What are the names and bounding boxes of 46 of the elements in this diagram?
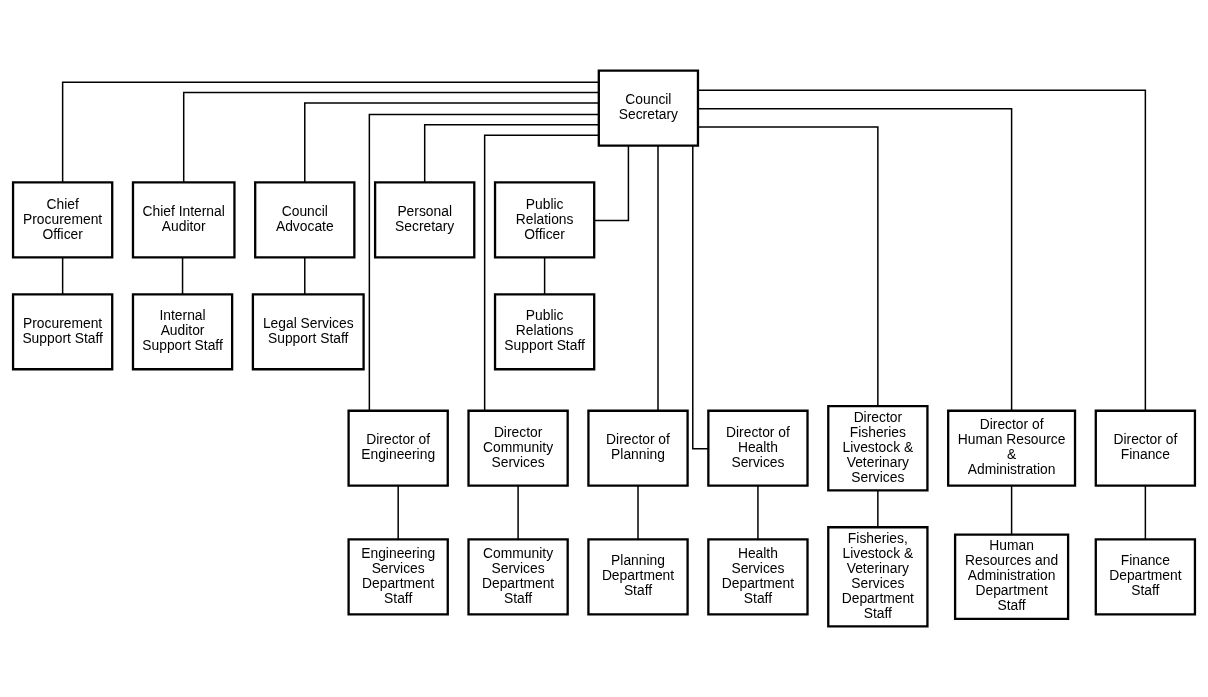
connector — [593, 145, 630, 222]
connector — [61, 256, 64, 295]
node-box: Director of Finance — [1094, 409, 1197, 487]
node-box: Public Relations Support Staff — [493, 293, 596, 371]
connector — [757, 485, 759, 540]
connector — [483, 134, 600, 412]
node-box: Director Fisheries Livestock & Veterinary Services — [827, 405, 929, 492]
node-box: Planning Department Staff — [587, 538, 689, 616]
node-box: Public Relations Officer — [493, 181, 596, 259]
node-box: Director of Engineering — [347, 409, 449, 487]
connector — [182, 91, 600, 184]
node-box: Chief Procurement Officer — [11, 181, 114, 259]
node-box: Council Secretary — [597, 69, 700, 147]
connector — [543, 256, 546, 295]
node-box: Fisheries, Livestock & Veterinary Services Department Staff — [827, 526, 929, 628]
node-box: Human Resources and Administration Department Staff — [953, 533, 1070, 621]
connector — [61, 81, 600, 184]
node-box: Finance Department Staff — [1094, 538, 1197, 616]
connector — [368, 113, 600, 412]
node-box: Council Advocate — [254, 181, 356, 259]
connector — [697, 107, 1013, 412]
connector — [697, 126, 879, 407]
node-box: Chief Internal Auditor — [131, 181, 236, 259]
connector — [1010, 485, 1013, 536]
node-box: Director Community Services — [467, 409, 569, 487]
node-box: Engineering Services Department Staff — [347, 538, 449, 616]
connector — [877, 489, 879, 528]
connector — [697, 89, 1147, 412]
node-box: Procurement Support Staff — [11, 293, 114, 371]
connector — [304, 102, 600, 183]
connector — [1144, 485, 1147, 540]
connector — [181, 256, 184, 295]
connector — [304, 256, 306, 295]
node-box: Legal Services Support Staff — [251, 293, 365, 371]
connector — [397, 485, 399, 540]
node-box: Director of Health Services — [707, 409, 809, 487]
node-box: Director of Planning — [587, 409, 689, 487]
node-box: Community Services Department Staff — [467, 538, 569, 616]
node-box: Personal Secretary — [373, 181, 476, 259]
connector — [517, 485, 519, 540]
connector — [637, 485, 639, 540]
connector — [657, 145, 659, 412]
connector — [423, 124, 600, 184]
node-box: Director of Human Resource & Administration — [947, 409, 1077, 487]
node-box: Internal Auditor Support Staff — [131, 293, 234, 371]
node-box: Health Services Department Staff — [707, 538, 809, 616]
